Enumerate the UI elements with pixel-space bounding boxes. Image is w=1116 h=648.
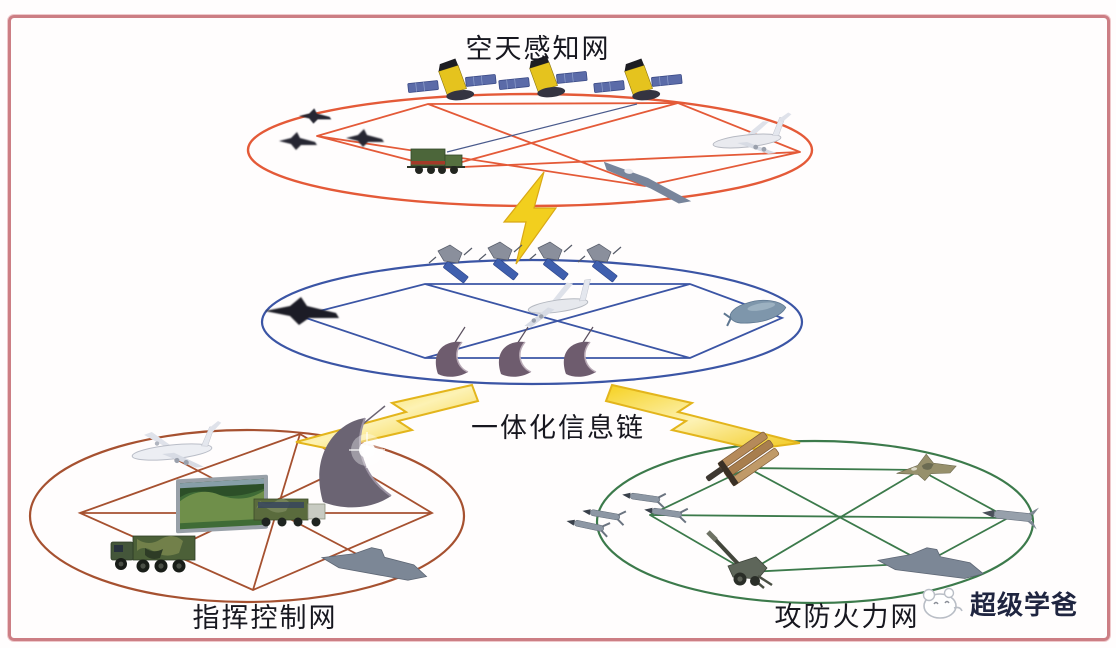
map-display-screen-icon (176, 474, 268, 534)
watermark-text: 超级学爸 (970, 589, 1079, 620)
lightning-link-top (502, 171, 558, 265)
relay-satellite-icon (577, 243, 622, 283)
label-integrated-info-link: 一体化信息链 (471, 413, 645, 443)
early-warning-aircraft-icon (712, 112, 792, 154)
howitzer-icon (706, 530, 773, 589)
label-space-air-sensing-net: 空天感知网 (465, 34, 611, 64)
rocket-launcher-icon (705, 431, 780, 487)
ground-dish-antenna-icon (435, 326, 469, 377)
transport-aircraft-icon (524, 278, 591, 327)
stealth-flying-wing-icon (603, 161, 692, 204)
label-command-control-net: 指挥控制网 (192, 603, 338, 633)
mascot-logo (922, 587, 963, 619)
satellite-icon (407, 58, 497, 101)
cruise-missile-icon (620, 486, 667, 509)
military-truck-icon (110, 535, 196, 573)
label-offense-defense-fire-net: 攻防火力网 (774, 602, 920, 632)
large-dish-antenna-icon (319, 405, 392, 508)
relay-satellite-icon (528, 241, 573, 281)
warship-icon (876, 544, 986, 581)
ground-dish-antenna-icon (563, 326, 597, 377)
command-vehicle-icon (253, 498, 326, 527)
ellipse-info-link (260, 258, 804, 386)
satellite-icon (498, 55, 588, 98)
ground-dish-antenna-icon (498, 326, 532, 377)
missile-icon (982, 507, 1040, 530)
transport-aircraft-icon (131, 421, 222, 468)
ellipse-fire-net (595, 439, 1035, 605)
fighter-jet-icon (896, 453, 957, 481)
warship-icon (320, 541, 430, 583)
cruise-missile-icon (580, 502, 627, 527)
watermark: 超级学爸 (916, 584, 1078, 622)
relay-satellite-icon (428, 244, 473, 284)
lightning-link-left (295, 383, 480, 451)
fighter-jet-icon (279, 132, 317, 150)
relay-satellite-icon (478, 241, 523, 281)
lightning-link-right (604, 383, 801, 451)
fighter-jet-icon (299, 108, 332, 124)
radar-vehicle-icon (407, 103, 638, 174)
cruise-missile-icon (642, 501, 689, 524)
fighter-jet-icon (265, 297, 339, 325)
airship-icon (723, 299, 787, 327)
satellite-icon (593, 58, 683, 101)
fighter-jet-icon (346, 129, 384, 147)
